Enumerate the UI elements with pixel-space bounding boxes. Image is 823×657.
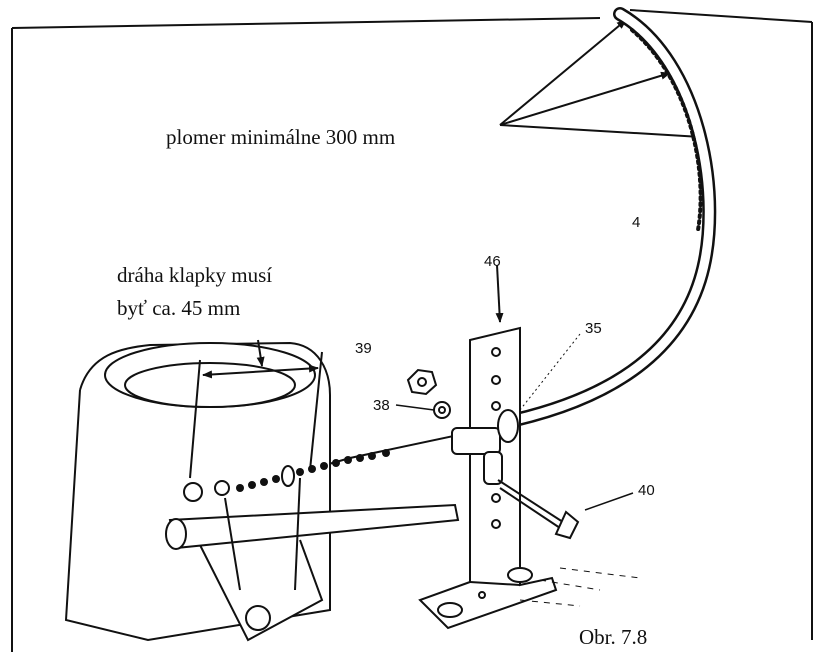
clamp-leader bbox=[519, 333, 581, 411]
part-number-bolt: 40 bbox=[638, 482, 655, 499]
washer bbox=[433, 401, 451, 419]
part-number-bracket: 46 bbox=[484, 253, 501, 270]
part-number-cable: 4 bbox=[632, 214, 641, 231]
ground-hatching bbox=[519, 567, 641, 607]
flap-travel-dimension bbox=[189, 339, 323, 479]
carburettor-body bbox=[64, 341, 460, 642]
washer-leader bbox=[395, 404, 435, 411]
page-border bbox=[11, 9, 813, 652]
part-number-nut: 39 bbox=[355, 340, 372, 357]
flap-travel-note-line1: dráha klapky musí bbox=[117, 263, 273, 287]
flap-travel-note-line2: byť ca. 45 mm bbox=[117, 296, 241, 320]
part-number-washer: 38 bbox=[373, 397, 390, 414]
radius-arrows bbox=[499, 19, 702, 141]
bolt bbox=[497, 479, 580, 540]
nut bbox=[406, 368, 438, 396]
bolt-leader bbox=[584, 492, 634, 511]
radius-note: plomer minimálne 300 mm bbox=[166, 125, 396, 149]
bracket-leader bbox=[495, 264, 504, 323]
figure-label: Obr. 7.8 bbox=[579, 625, 648, 649]
cable-clamp bbox=[451, 409, 519, 485]
part-number-cable-clamp: 35 bbox=[585, 320, 602, 337]
